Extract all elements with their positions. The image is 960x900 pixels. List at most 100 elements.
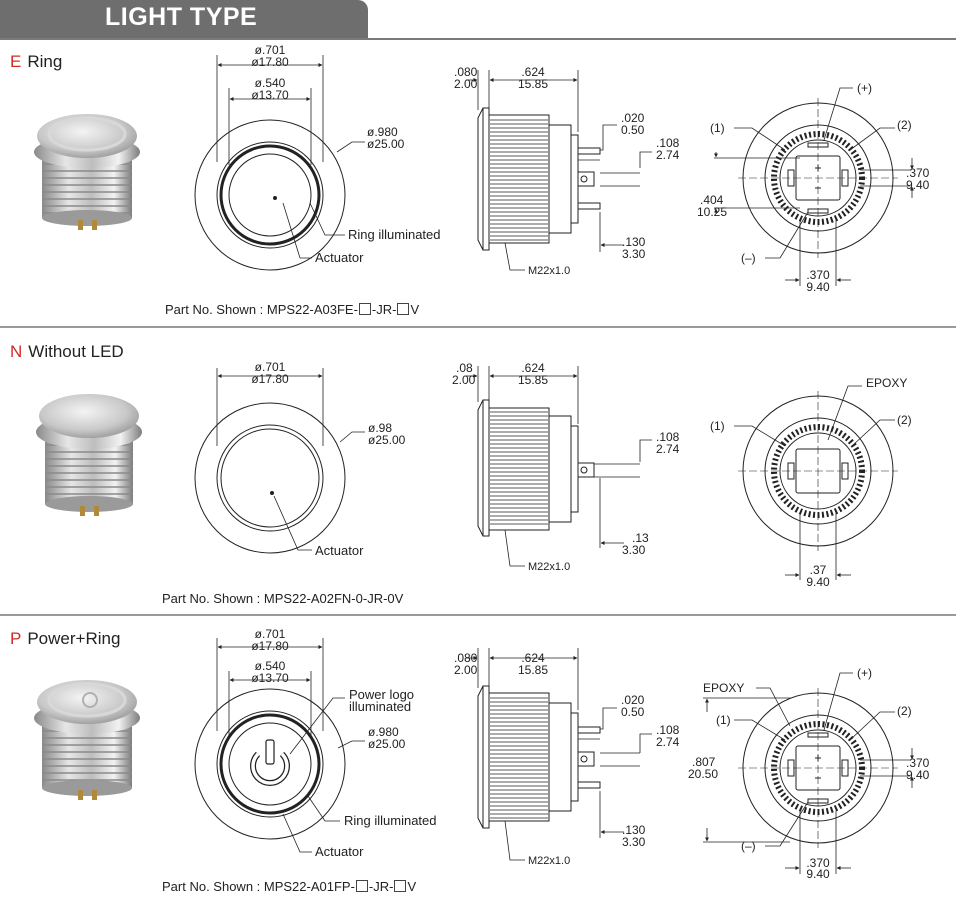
dim-label: 2.00 <box>454 663 478 677</box>
dim-label: ø.701 <box>255 360 286 374</box>
dim-label: 0.50 <box>621 123 645 137</box>
product-photo-power-ring <box>34 680 140 800</box>
dim-label: ø25.00 <box>368 433 406 447</box>
callout-label: EPOXY <box>703 681 744 695</box>
dim-label: 2.00 <box>452 373 476 387</box>
callout-label: Power logo <box>349 687 414 702</box>
dim-label: 2.00 <box>454 77 478 91</box>
front-view-power-ring <box>194 688 346 840</box>
dim-label: M22x1.0 <box>528 561 570 573</box>
callout-label: EPOXY <box>866 376 907 390</box>
dim-label: .370 <box>806 268 830 282</box>
section-divider <box>0 326 956 328</box>
callout-label: Actuator <box>315 543 364 558</box>
terminal-label: (1) <box>710 419 725 433</box>
dim-label: .020 <box>621 111 645 125</box>
section-divider <box>0 614 956 616</box>
terminal-label: (–) <box>741 251 756 265</box>
page-title: LIGHT TYPE <box>105 3 258 31</box>
dim-label: ø.980 <box>367 125 398 139</box>
terminal-label: (2) <box>897 413 912 427</box>
part-number-power-ring: Part No. Shown : MPS22-A01FP--JR-V <box>162 879 417 894</box>
dim-label: 0.50 <box>621 705 645 719</box>
dim-label: .370 <box>806 856 830 870</box>
side-view-power-ring <box>477 685 601 829</box>
dim-label: .108 <box>656 136 680 150</box>
dim-label: .020 <box>621 693 645 707</box>
section-power-ring-drawings: ø.701 ø17.80 ø.540 ø13.70 Power logo ill… <box>34 627 930 878</box>
dim-label: .370 <box>906 166 930 180</box>
dim-label: ø13.70 <box>251 88 289 102</box>
dim-label: ø17.80 <box>251 639 289 653</box>
terminal-label: (1) <box>716 713 731 727</box>
dim-label: 9.40 <box>906 178 930 192</box>
section-without-led-drawings: ø.701 ø17.80 ø.98 ø25.00 Actuator .08 2.… <box>36 360 912 589</box>
dim-label: .404 <box>700 193 724 207</box>
dim-label: .624 <box>521 651 545 665</box>
product-photo-without-led <box>36 394 142 516</box>
dim-label: 9.40 <box>806 280 830 294</box>
dim-label: 2.74 <box>656 148 680 162</box>
back-view-without-led <box>738 391 898 551</box>
terminal-label: (2) <box>897 118 912 132</box>
front-view-ring <box>194 119 346 271</box>
dim-label: 10.25 <box>697 205 727 219</box>
dim-label: .37 <box>810 563 827 577</box>
dim-label: ø25.00 <box>367 137 405 151</box>
power-icon <box>250 739 290 787</box>
dim-label: 9.40 <box>806 867 830 878</box>
dim-label: .130 <box>622 823 646 837</box>
dim-label: ø17.80 <box>251 55 289 69</box>
terminal-label: (2) <box>897 704 912 718</box>
side-view-ring <box>477 107 601 251</box>
dim-label: .130 <box>622 235 646 249</box>
dim-label: .080 <box>454 651 478 665</box>
dim-label: .624 <box>521 65 545 79</box>
product-photo-ring <box>34 114 140 230</box>
dim-label: 20.50 <box>688 767 718 781</box>
dim-label: ø25.00 <box>368 737 406 751</box>
side-view-without-led <box>477 399 595 537</box>
dim-label: 15.85 <box>518 373 548 387</box>
dim-label: .08 <box>456 361 473 375</box>
dim-label: 9.40 <box>906 768 930 782</box>
dim-label: ø.98 <box>368 421 392 435</box>
dim-label: .080 <box>454 65 478 79</box>
terminal-label: (1) <box>710 121 725 135</box>
dim-label: ø.701 <box>255 627 286 641</box>
dim-label: 3.30 <box>622 543 646 557</box>
dim-label: .108 <box>656 723 680 737</box>
dim-label: .370 <box>906 756 930 770</box>
dim-label: ø.980 <box>368 725 399 739</box>
back-view-power-ring <box>738 688 898 848</box>
part-number-without-led: Part No. Shown : MPS22-A02FN-0-JR-0V <box>162 591 404 606</box>
header-rule <box>0 38 956 40</box>
callout-label: illuminated <box>349 699 411 714</box>
dim-label: .13 <box>632 531 649 545</box>
callout-label: Actuator <box>315 250 364 265</box>
dim-label: 3.30 <box>622 247 646 261</box>
dim-label: 3.30 <box>622 835 646 849</box>
dim-label: 9.40 <box>806 575 830 589</box>
callout-label: Ring illuminated <box>348 227 441 242</box>
dim-label: .108 <box>656 430 680 444</box>
dim-label: ø.540 <box>255 76 286 90</box>
terminal-label: (+) <box>857 666 872 680</box>
dim-label: ø17.80 <box>251 372 289 386</box>
callout-label: Ring illuminated <box>344 813 437 828</box>
back-view-ring <box>738 98 898 258</box>
section-ring-drawings: ø.701 ø17.80 ø.540 ø13.70 ø.980 ø25.00 R… <box>34 43 930 294</box>
terminal-label: (–) <box>741 839 756 853</box>
dim-label: M22x1.0 <box>528 265 570 277</box>
terminal-label: (+) <box>857 81 872 95</box>
header-tab <box>0 0 368 38</box>
front-view-without-led <box>194 402 346 554</box>
dim-label: .624 <box>521 361 545 375</box>
dim-label: ø.701 <box>255 43 286 57</box>
dim-label: .807 <box>692 755 716 769</box>
dim-label: 2.74 <box>656 442 680 456</box>
dim-label: M22x1.0 <box>528 855 570 867</box>
